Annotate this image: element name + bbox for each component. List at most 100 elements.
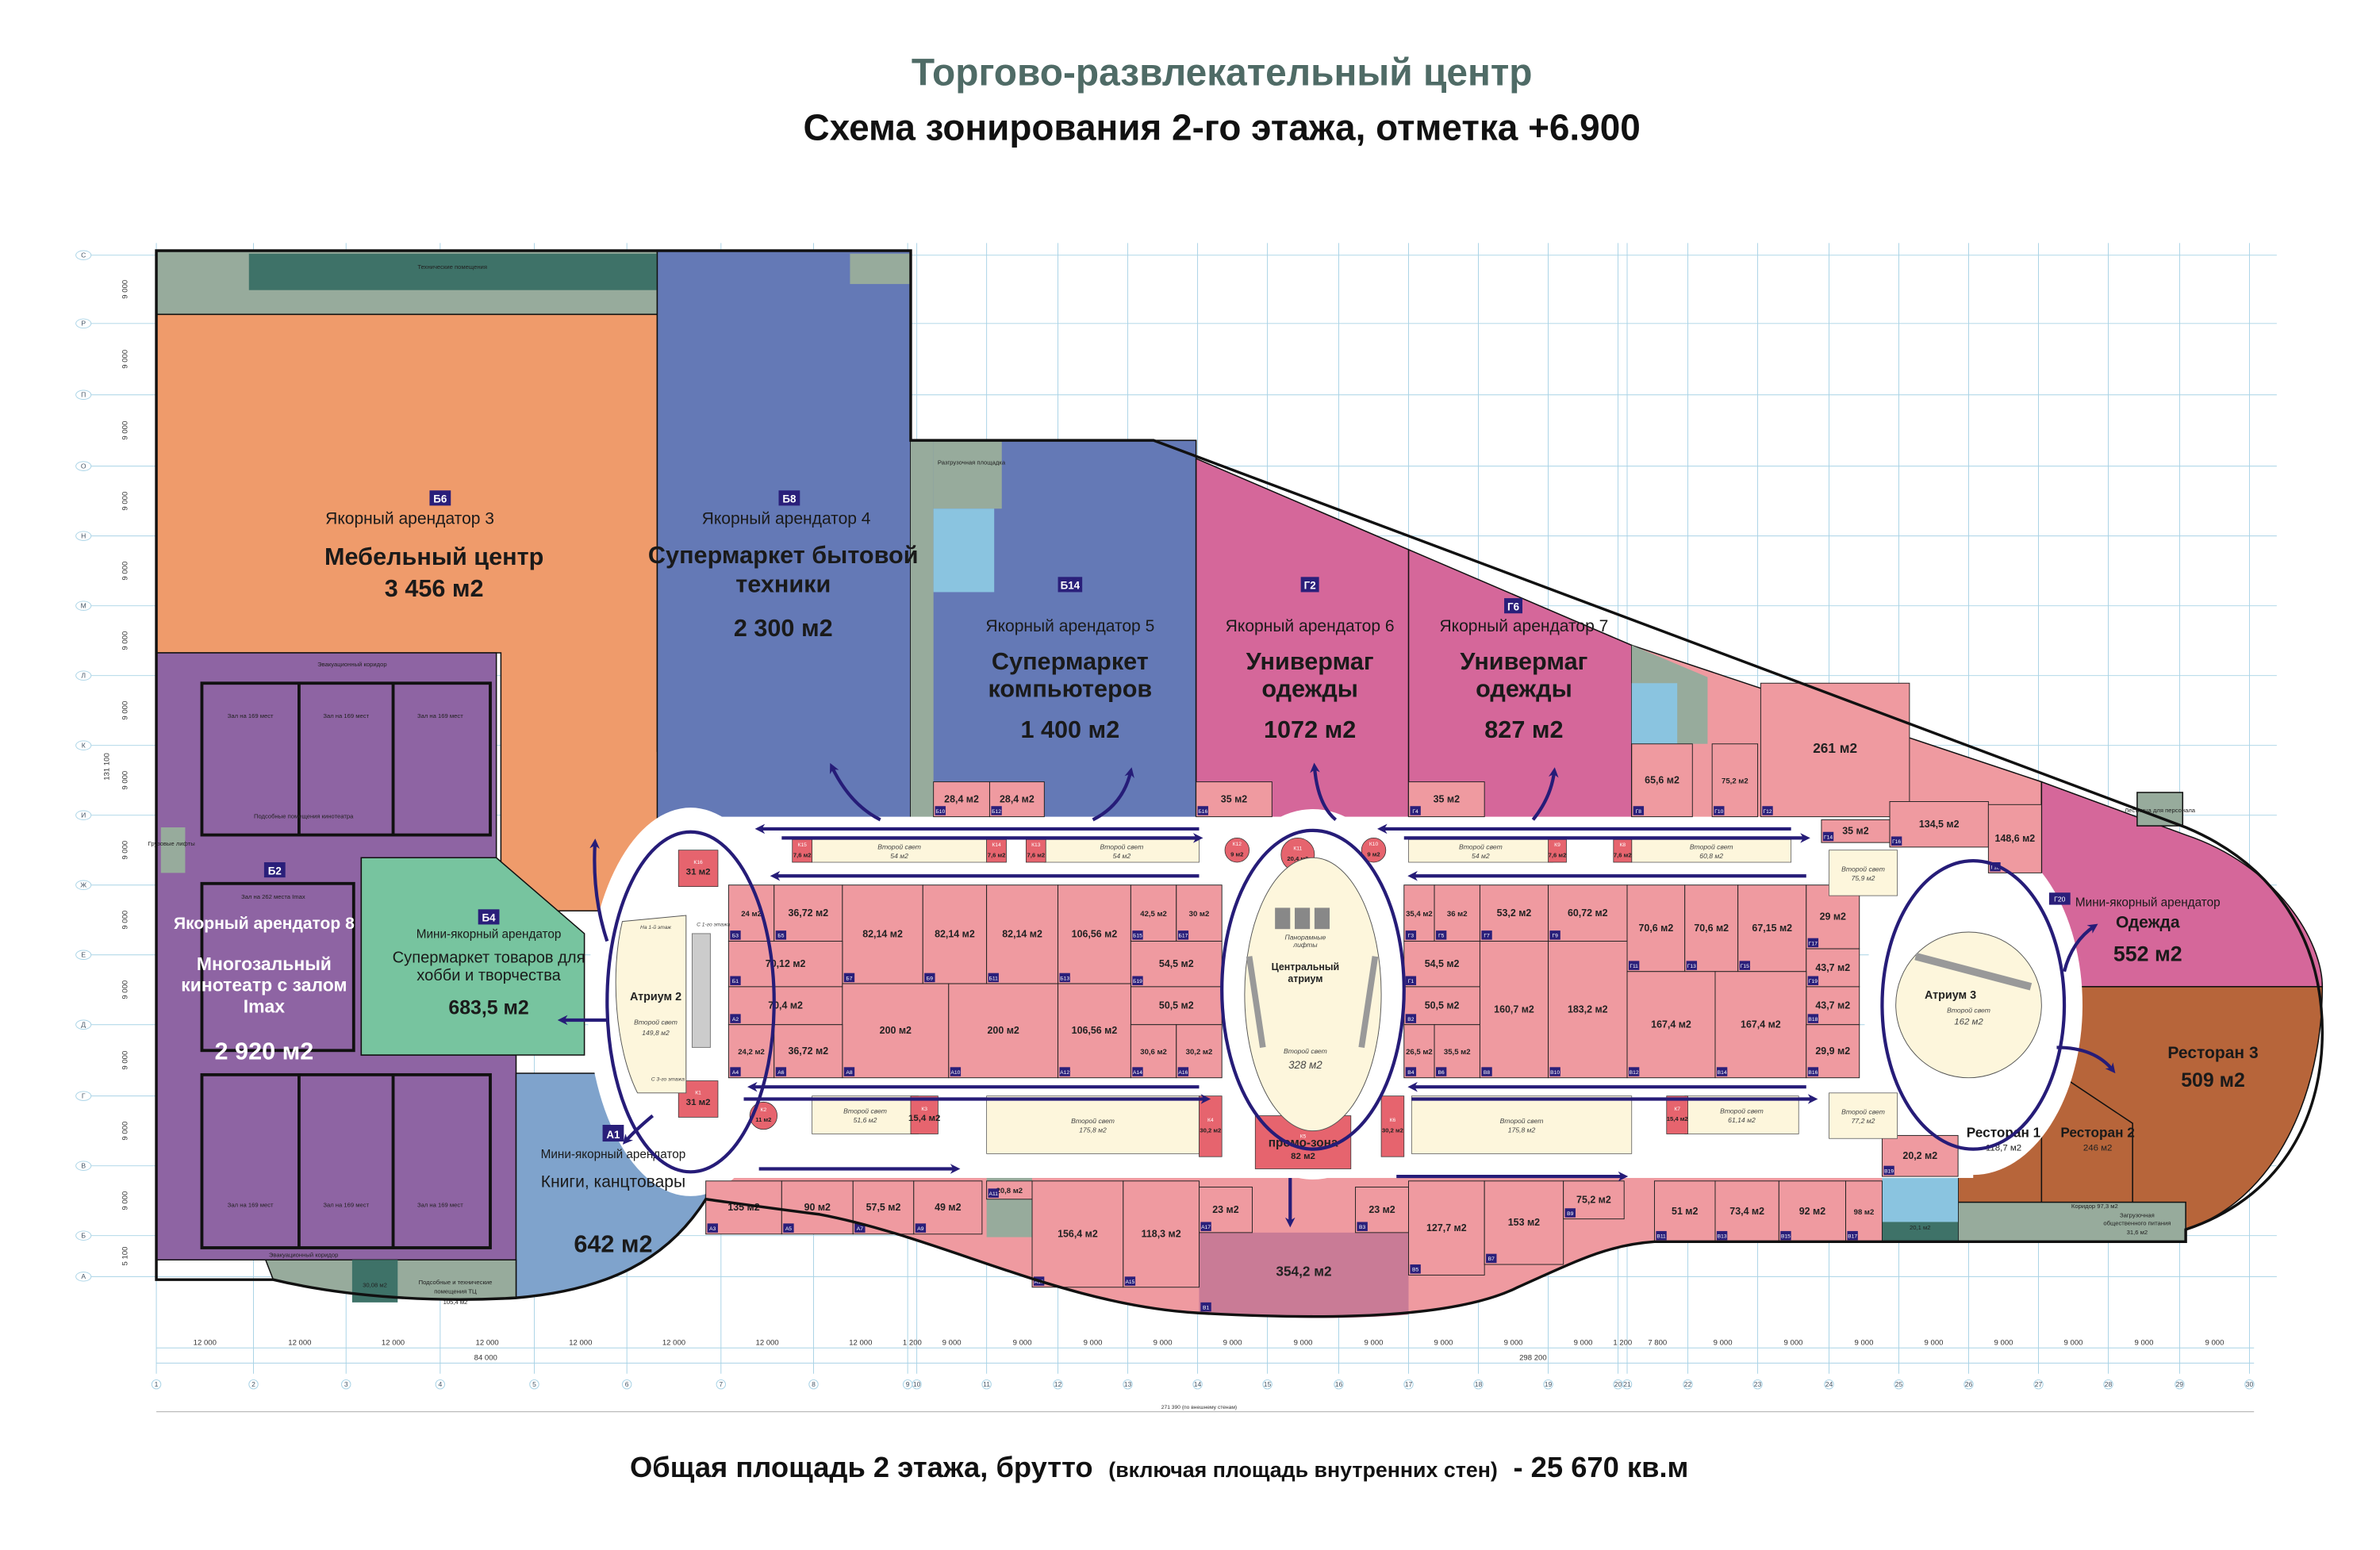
- shop-outline: [1711, 743, 1759, 818]
- escalators-atrium-2[interactable]: [691, 933, 711, 1048]
- escalator-central-west[interactable]: [1246, 956, 1266, 1048]
- second-light-area: 51,6 м2: [854, 1116, 877, 1124]
- shop-code-badge: [1132, 976, 1143, 985]
- shop-outline: [1058, 983, 1131, 1079]
- shop-code: В3: [1359, 1225, 1365, 1230]
- kiosk[interactable]: К97,6 м2: [1548, 838, 1567, 863]
- escalator-central-east[interactable]: [1358, 956, 1379, 1048]
- kiosk[interactable]: К87,6 м2: [1613, 838, 1633, 863]
- panoramic-lift-1[interactable]: [1275, 907, 1291, 930]
- restaurant-3-area: 509 м2: [2181, 1069, 2245, 1092]
- shop-code-badge: [1549, 1067, 1560, 1076]
- row-dimension: 9 000: [121, 701, 130, 720]
- shop-code: Б13: [1060, 976, 1069, 981]
- axis-row-label: Р: [81, 320, 86, 328]
- shop-unit[interactable]: 50,5 м2: [1130, 986, 1223, 1026]
- shop-code: Г15: [1741, 964, 1749, 969]
- page-subtitle: Схема зонирования 2-го этажа, отметка +6…: [804, 106, 1641, 148]
- lifts-label-1: Панорамные: [1285, 934, 1326, 942]
- axis-col-label: 12: [1054, 1380, 1062, 1388]
- second-light-label: Второй свет: [1690, 843, 1733, 851]
- panoramic-lift-3[interactable]: [1314, 907, 1330, 930]
- shop-code: В6: [1438, 1070, 1445, 1076]
- promo-zone-name: промо-зона: [1269, 1137, 1338, 1150]
- shop-code-badge: [1435, 1067, 1447, 1076]
- escalators-atrium-3[interactable]: [1914, 953, 2033, 991]
- shop-code-badge: [1891, 836, 1902, 846]
- panoramic-lift-2[interactable]: [1295, 907, 1311, 930]
